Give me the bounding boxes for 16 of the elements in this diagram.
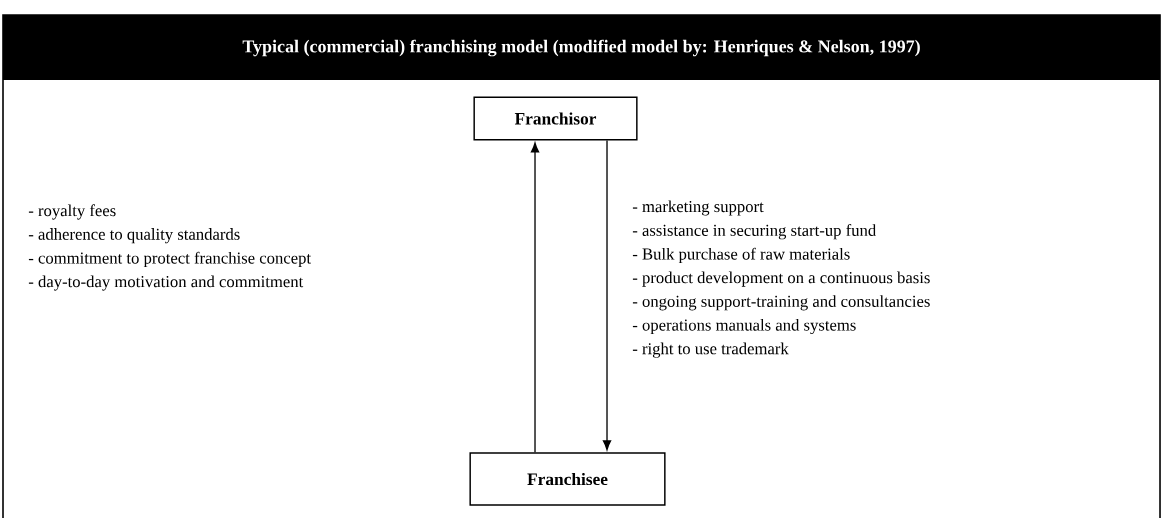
- arrow: [530, 142, 540, 453]
- list-item: - ongoing support-training and consultancies: [632, 295, 930, 311]
- party-box: Franchisor: [473, 96, 638, 141]
- list-item: - operations manuals and systems: [632, 318, 856, 335]
- list-item: - marketing support: [632, 200, 764, 216]
- list-item: - day-to-day motivation and commitment: [28, 275, 304, 291]
- list-item: - assistance in securing start-up fund: [632, 224, 876, 240]
- party-box: Franchisee: [469, 452, 666, 506]
- title-band: Typical (commercial) franchising model (modified model by: Henriques & Nelson, 1997): [3, 15, 1160, 80]
- list-item: - product development on a continuous basis: [632, 271, 930, 287]
- list-item: - commitment to protect franchise concept: [28, 251, 311, 268]
- list-item: - Bulk purchase of raw materials: [632, 247, 850, 264]
- arrow: [602, 139, 612, 451]
- list-item: - royalty fees: [28, 204, 116, 220]
- list-item: - adherence to quality standards: [28, 228, 240, 244]
- list-item: - right to use trademark: [632, 342, 789, 358]
